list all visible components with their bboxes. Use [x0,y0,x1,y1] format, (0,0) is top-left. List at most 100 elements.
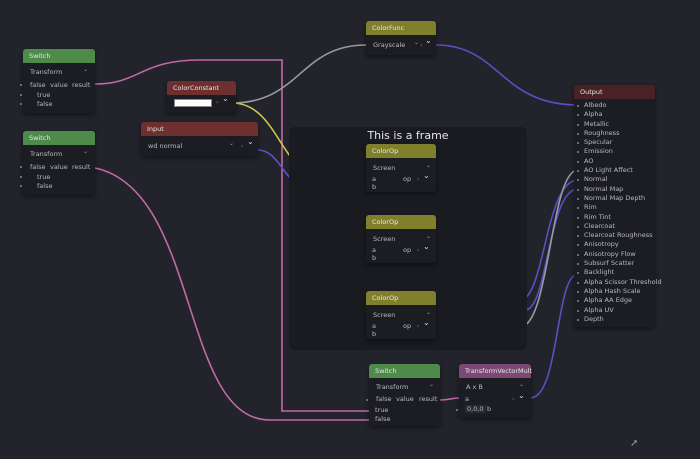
output-input-item[interactable]: Roughness [574,129,655,138]
input-select[interactable]: wd normal [143,141,238,151]
input-b: b [372,183,377,191]
output-input-item[interactable]: Anisotropy [574,240,655,249]
input-port[interactable] [577,188,579,191]
input-port[interactable] [577,197,579,200]
output-input-item[interactable]: AO [574,157,655,166]
output-pin-icon[interactable]: ⌄ [247,137,254,146]
output-pin-icon[interactable]: ⌄ [423,171,430,180]
output-input-item[interactable]: Clearcoat [574,222,655,231]
output-pin-icon[interactable]: ⌄ [423,242,430,251]
output-input-label: Anisotropy Flow [584,249,636,258]
result-label: result [419,395,438,403]
transform-vector-mult-node[interactable]: TransformVectorMult A x B ⌄ a › ⌄ 0,0,0 … [456,364,532,418]
input-port[interactable] [577,142,579,145]
color-func-node[interactable]: ColorFunc Grayscale ⌄ › ⌄ [366,21,436,55]
op-label: op [403,322,412,330]
output-input-label: Alpha Scissor Threshold [584,277,662,286]
input-port[interactable] [577,114,579,117]
value-label: value [50,81,68,89]
input-port[interactable] [577,105,579,107]
input-port[interactable] [577,151,579,154]
output-input-item[interactable]: Metallic [574,120,655,129]
output-input-item[interactable]: Alpha [574,110,655,119]
input-port[interactable] [577,253,579,256]
color-op-node-3[interactable]: ColorOp Screen ⌄ a op › ⌄ b [366,291,436,339]
output-input-label: Normal Map [584,184,624,193]
output-pin-icon[interactable]: ⌄ [222,94,229,103]
output-input-item[interactable]: Normal [574,175,655,184]
vector-b-field[interactable]: 0,0,0 [465,405,486,413]
input-port[interactable] [577,263,579,266]
output-pin-icon[interactable]: ⌄ [425,36,432,45]
output-input-item[interactable]: Depth [574,315,655,324]
input-port[interactable] [577,290,579,293]
input-port[interactable] [577,309,579,312]
output-input-item[interactable]: Normal Map [574,185,655,194]
input-port[interactable] [20,176,22,178]
input-port[interactable] [20,185,22,187]
output-input-item[interactable]: Normal Map Depth [574,194,655,203]
output-input-label: AO Light Affect [584,166,633,175]
input-port[interactable] [20,94,22,96]
input-port[interactable] [577,225,579,228]
input-port[interactable] [577,216,579,219]
output-input-label: Clearcoat [584,221,615,230]
color-op-node-2[interactable]: ColorOp Screen ⌄ a op › ⌄ b [366,215,436,263]
output-input-item[interactable]: Alpha Scissor Threshold [574,278,662,287]
output-input-item[interactable]: Backlight [574,268,655,277]
input-port[interactable] [577,272,579,275]
result-label: result [72,163,91,171]
input-port[interactable] [577,123,579,126]
mode-select[interactable]: Screen [368,310,428,320]
mode-select[interactable]: Transform [25,67,90,77]
node-title: ColorFunc [366,21,436,35]
input-port[interactable] [577,244,579,247]
output-input-item[interactable]: Alpha Hash Scale [574,287,655,296]
input-port[interactable] [20,166,22,168]
color-constant-node[interactable]: ColorConstant › ⌄ [167,81,236,113]
output-input-item[interactable]: Specular [574,138,655,147]
mode-select[interactable]: Transform [371,382,436,392]
output-input-item[interactable]: Alpha UV [574,306,655,315]
output-pin-icon[interactable]: ⌄ [518,391,525,400]
input-port[interactable] [577,179,579,182]
output-input-item[interactable]: Clearcoat Roughness [574,231,655,240]
output-input-item[interactable]: AO Light Affect [574,166,655,175]
input-port[interactable] [577,281,579,284]
output-input-label: Alpha Hash Scale [584,286,641,295]
input-port[interactable] [20,103,22,105]
mode-select[interactable]: Transform [25,149,90,159]
output-input-item[interactable]: Alpha AA Edge [574,296,655,305]
input-port[interactable] [366,399,368,401]
output-pin-icon[interactable]: ⌄ [423,318,430,327]
switch-node-1[interactable]: Switch Transform ⌄ false value result tr… [20,49,95,113]
chevron-down-icon: ⌄ [426,162,432,169]
switch-node-2[interactable]: Switch Transform ⌄ false value result tr… [20,131,95,195]
output-input-item[interactable]: Anisotropy Flow [574,250,655,259]
mode-select[interactable]: Screen [368,234,428,244]
output-input-item[interactable]: Rim [574,203,655,212]
input-port[interactable] [20,84,22,86]
output-input-item[interactable]: Rim Tint [574,213,655,222]
color-swatch[interactable] [174,99,212,107]
output-input-item[interactable]: Emission [574,147,655,156]
input-port[interactable] [577,132,579,135]
output-input-label: Normal Map Depth [584,193,646,202]
input-node[interactable]: Input wd normal ⌄ › ⌄ [141,122,258,156]
mode-select[interactable]: Screen [368,163,428,173]
input-port[interactable] [577,318,579,321]
switch-node-3[interactable]: Switch Transform ⌄ false value result tr… [366,364,440,426]
input-port[interactable] [577,300,579,303]
node-title: Switch [369,364,440,378]
mode-select[interactable]: Grayscale [368,40,417,50]
mode-select[interactable]: A x B [461,382,521,392]
input-port[interactable] [456,409,458,411]
input-port[interactable] [577,207,579,210]
output-input-item[interactable]: Subsurf Scatter [574,259,655,268]
color-op-node-1[interactable]: ColorOp Screen ⌄ a op › ⌄ b [366,144,436,192]
input-port[interactable] [577,235,579,238]
input-port[interactable] [577,160,579,163]
output-input-item[interactable]: Albedo [574,101,655,110]
input-port[interactable] [577,170,579,173]
